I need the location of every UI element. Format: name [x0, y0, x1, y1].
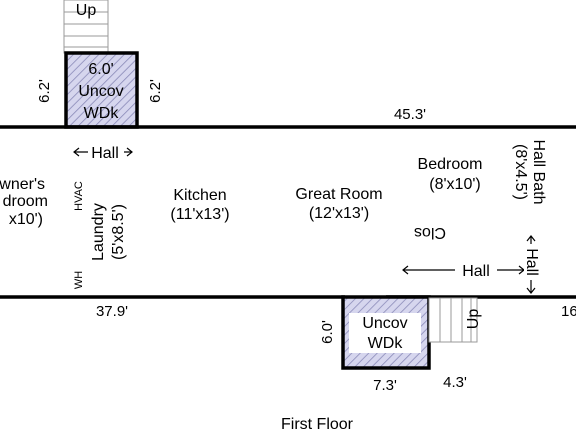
- owners-bedroom-line-3: x10'): [9, 211, 43, 228]
- dim-bottom-right: 16: [561, 303, 576, 320]
- dim-deck-bottom-width: 7.3': [373, 377, 397, 394]
- hall-bath-size: (8'x4.5'): [512, 144, 529, 200]
- dim-deck-bottom-height: 6.0': [319, 320, 336, 344]
- dim-deck-top-right: 6.2': [147, 79, 164, 103]
- deck-bottom-name-1: Uncov: [362, 315, 407, 332]
- hvac-label: HVAC: [73, 181, 85, 211]
- bedroom-name: Bedroom: [418, 156, 483, 173]
- bedroom-size: (8'x10'): [429, 176, 480, 193]
- stairs-top: [63, 0, 109, 54]
- great-room-name: Great Room: [295, 186, 382, 203]
- owners-bedroom-line-1: wner's: [0, 176, 45, 193]
- hall-label-right: Hall: [523, 248, 540, 276]
- closet-label: Clos: [414, 224, 446, 241]
- stairs-bottom: [428, 297, 478, 343]
- deck-top-name-1: Uncov: [78, 83, 123, 100]
- hall-bath-name: Hall Bath: [530, 140, 547, 205]
- hall-label-top: Hall: [91, 145, 119, 162]
- deck-top-size: 6.0': [88, 61, 113, 78]
- uncovered-deck-top: [64, 51, 139, 129]
- laundry-name: Laundry: [90, 203, 107, 261]
- kitchen-name: Kitchen: [173, 187, 226, 204]
- dim-top-wall: 45.3': [394, 106, 426, 123]
- hall-label-mid: Hall: [462, 263, 490, 280]
- floor-title: First Floor: [281, 416, 354, 432]
- stairs-up-label-top: Up: [76, 2, 97, 19]
- deck-top-name-2: WDk: [84, 105, 120, 122]
- dim-stairs-bottom: 4.3': [443, 374, 467, 391]
- laundry-size: (5'x8.5'): [110, 204, 127, 260]
- great-room-size: (12'x13'): [309, 205, 369, 222]
- kitchen-size: (11'x13'): [170, 206, 229, 223]
- owners-bedroom-line-2: droom: [3, 193, 48, 210]
- deck-bottom-name-2: WDk: [368, 335, 404, 352]
- dim-deck-top-left: 6.2': [36, 79, 53, 103]
- dim-bottom-left: 37.9': [96, 303, 128, 320]
- water-heater-label: WH: [73, 271, 85, 289]
- stairs-up-label-bottom: Up: [465, 309, 482, 330]
